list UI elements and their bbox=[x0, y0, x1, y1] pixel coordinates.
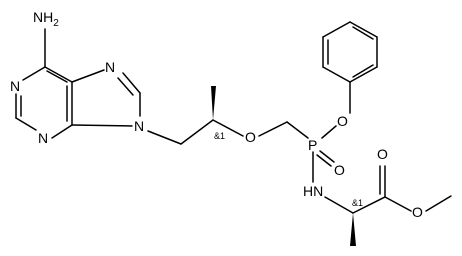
atom-n1: N bbox=[10, 78, 20, 94]
bond-phenyl-inner-3 bbox=[352, 64, 374, 78]
bond-p-odouble-a bbox=[319, 150, 335, 163]
bond-c2-n3 bbox=[15, 117, 37, 131]
bond-phenyl-3 bbox=[322, 21, 351, 38]
bond-nh-calpha bbox=[324, 196, 354, 214]
bond-phenyl-inner-2 bbox=[352, 26, 374, 40]
bonds bbox=[15, 21, 452, 214]
atom-o-phenoxy: O bbox=[337, 113, 348, 129]
bond-ch2-ch bbox=[180, 119, 214, 145]
bond-n7-c8-inner bbox=[117, 77, 134, 96]
bond-p-odouble-b bbox=[316, 154, 332, 167]
stereo-label-propyl: &1 bbox=[214, 131, 225, 141]
bond-c5-n7 bbox=[71, 69, 105, 83]
bond-o-ch2 bbox=[258, 121, 288, 137]
bond-c5-c6 bbox=[44, 66, 73, 83]
atom-n3: N bbox=[38, 130, 48, 146]
bond-n7-c8 bbox=[122, 72, 141, 94]
bond-calpha-ccarbonyl bbox=[352, 196, 386, 214]
atom-n7: N bbox=[105, 59, 115, 75]
stereo-label-alpha: &1 bbox=[352, 198, 363, 208]
atom-o-ether: O bbox=[245, 129, 256, 145]
bond-n9-c4 bbox=[71, 124, 133, 127]
bond-oester-methyl bbox=[425, 195, 452, 212]
atom-o-ester: O bbox=[412, 204, 423, 220]
atom-nh: HN bbox=[303, 183, 323, 199]
bond-c5-c6-inner bbox=[46, 70, 68, 83]
atom-labels: NH2 N N N N &1 O P O O HN &1 O O bbox=[10, 8, 423, 220]
bond-ch-o bbox=[212, 119, 244, 137]
atom-nh2: NH2 bbox=[33, 9, 59, 29]
bond-phenyl-1 bbox=[322, 66, 351, 83]
bond-ch2-p bbox=[286, 121, 309, 139]
bond-phenyl-6 bbox=[349, 66, 378, 83]
atom-n9: N bbox=[134, 118, 144, 134]
atom-o-p-double: O bbox=[334, 162, 345, 178]
atom-p: P bbox=[308, 137, 317, 153]
bond-n9-ch2 bbox=[147, 130, 182, 145]
wedge-bond-alpha-methyl bbox=[350, 213, 356, 246]
bond-p-ophenoxy bbox=[321, 125, 337, 139]
wedge-bond-propyl-methyl bbox=[211, 86, 216, 120]
bond-phenyl-4 bbox=[349, 21, 378, 38]
bond-c6-n1 bbox=[22, 66, 46, 81]
atom-o-carbonyl: O bbox=[377, 146, 388, 162]
bond-ccarbonyl-oester bbox=[384, 196, 412, 212]
bond-n3-c4 bbox=[51, 124, 73, 139]
